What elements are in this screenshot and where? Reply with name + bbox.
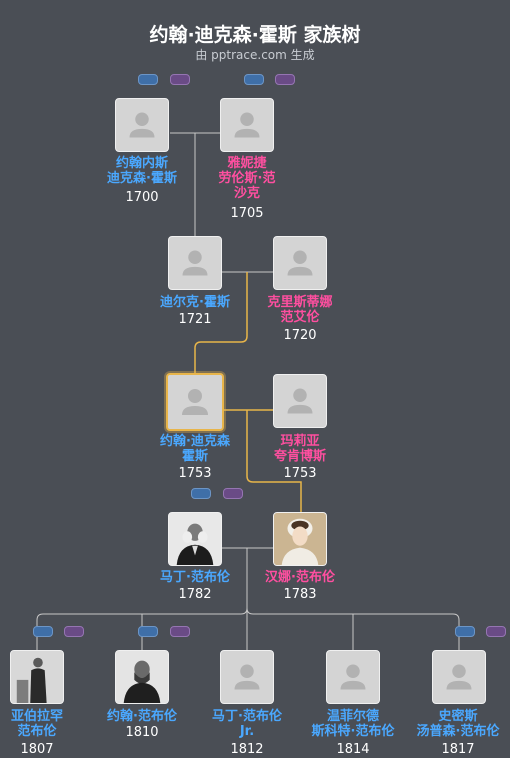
expand-father-toggle[interactable] bbox=[244, 74, 264, 85]
person-name[interactable]: 温菲尔德 斯科特·范布伦 bbox=[311, 709, 395, 739]
person-name[interactable]: 约翰·迪克森 霍斯 bbox=[160, 434, 230, 464]
expand-mother-toggle[interactable] bbox=[486, 626, 506, 637]
expand-mother-toggle[interactable] bbox=[223, 488, 243, 499]
person-birth-year: 1807 bbox=[20, 742, 54, 757]
person-birth-year: 1720 bbox=[283, 328, 317, 343]
person-photo-placeholder[interactable] bbox=[220, 98, 274, 152]
person-name[interactable]: 马丁·范布伦 Jr. bbox=[212, 709, 282, 739]
expand-father-toggle[interactable] bbox=[138, 626, 158, 637]
person-portrait-photo[interactable] bbox=[10, 650, 64, 704]
person-silhouette-icon bbox=[446, 664, 472, 690]
children-bracket bbox=[246, 607, 460, 650]
person-silhouette-icon bbox=[287, 388, 313, 414]
person-photo-placeholder[interactable] bbox=[273, 236, 327, 290]
person-name[interactable]: 亚伯拉罕 范布伦 bbox=[10, 709, 63, 739]
children-bracket bbox=[36, 607, 248, 650]
person-photo-placeholder[interactable] bbox=[432, 650, 486, 704]
person-birth-year: 1700 bbox=[125, 190, 159, 205]
page-subtitle: 由 pptrace.com 生成 bbox=[195, 48, 315, 62]
selected-person-photo[interactable] bbox=[166, 373, 224, 431]
person-photo-placeholder[interactable] bbox=[326, 650, 380, 704]
expand-mother-toggle[interactable] bbox=[170, 74, 190, 85]
expand-mother-toggle[interactable] bbox=[275, 74, 295, 85]
person-name[interactable]: 约翰·范布伦 bbox=[107, 709, 177, 724]
man-portrait-icon bbox=[11, 651, 63, 703]
person-photo-placeholder[interactable] bbox=[273, 374, 327, 428]
person-name[interactable]: 克里斯蒂娜 范艾伦 bbox=[267, 295, 333, 325]
person-birth-year: 1721 bbox=[178, 312, 212, 327]
person-photo-placeholder[interactable] bbox=[168, 236, 222, 290]
person-birth-year: 1753 bbox=[178, 466, 212, 481]
highlight-descent-line bbox=[246, 410, 302, 512]
person-portrait-photo[interactable] bbox=[273, 512, 327, 566]
person-name[interactable]: 玛莉亚 夸肯博斯 bbox=[273, 434, 326, 464]
person-silhouette-icon bbox=[340, 664, 366, 690]
man-portrait-icon bbox=[169, 513, 221, 565]
person-photo-placeholder[interactable] bbox=[115, 98, 169, 152]
person-name[interactable]: 约翰内斯 迪克森·霍斯 bbox=[107, 156, 177, 186]
person-name[interactable]: 史密斯 汤普森·范布伦 bbox=[416, 709, 500, 739]
expand-mother-toggle[interactable] bbox=[64, 626, 84, 637]
person-birth-year: 1705 bbox=[230, 206, 264, 221]
person-portrait-photo[interactable] bbox=[115, 650, 169, 704]
person-birth-year: 1812 bbox=[230, 742, 264, 757]
expand-father-toggle[interactable] bbox=[191, 488, 211, 499]
person-silhouette-icon bbox=[287, 250, 313, 276]
expand-father-toggle[interactable] bbox=[455, 626, 475, 637]
person-name[interactable]: 汉娜·范布伦 bbox=[265, 570, 335, 585]
person-photo-placeholder[interactable] bbox=[220, 650, 274, 704]
person-silhouette-icon bbox=[234, 664, 260, 690]
person-portrait-photo[interactable] bbox=[168, 512, 222, 566]
highlight-descent-line bbox=[194, 272, 248, 410]
person-name[interactable]: 雅妮捷 劳伦斯·范 沙克 bbox=[218, 156, 276, 201]
person-name[interactable]: 马丁·范布伦 bbox=[160, 570, 230, 585]
expand-father-toggle[interactable] bbox=[138, 74, 158, 85]
person-birth-year: 1782 bbox=[178, 587, 212, 602]
person-birth-year: 1783 bbox=[283, 587, 317, 602]
person-birth-year: 1817 bbox=[441, 742, 475, 757]
person-silhouette-icon bbox=[234, 112, 260, 138]
expand-father-toggle[interactable] bbox=[33, 626, 53, 637]
woman-portrait-icon bbox=[274, 513, 326, 565]
person-name[interactable]: 迪尔克·霍斯 bbox=[160, 295, 230, 310]
man-portrait-icon bbox=[116, 651, 168, 703]
person-birth-year: 1810 bbox=[125, 725, 159, 740]
expand-mother-toggle[interactable] bbox=[170, 626, 190, 637]
person-silhouette-icon bbox=[129, 112, 155, 138]
page-title: 约翰·迪克森·霍斯 家族树 bbox=[149, 24, 361, 46]
person-birth-year: 1814 bbox=[336, 742, 370, 757]
person-silhouette-icon bbox=[182, 389, 208, 415]
person-birth-year: 1753 bbox=[283, 466, 317, 481]
person-silhouette-icon bbox=[182, 250, 208, 276]
